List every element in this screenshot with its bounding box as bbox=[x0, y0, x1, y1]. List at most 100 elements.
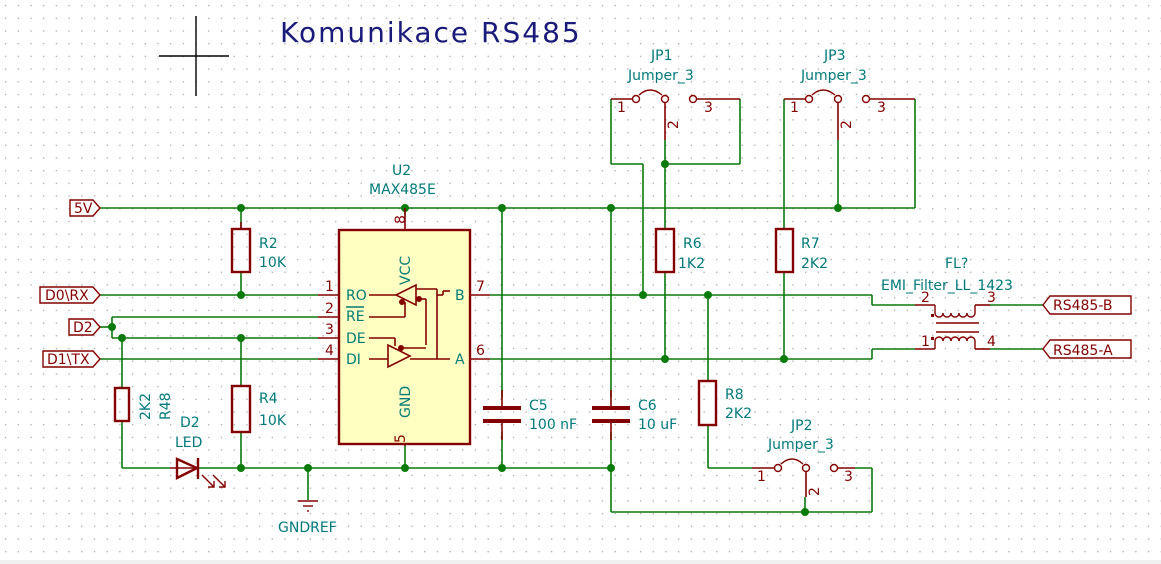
global-label-d2[interactable]: D2 bbox=[68, 318, 101, 336]
u2-internal-transceiver-symbol bbox=[369, 283, 450, 369]
junction bbox=[237, 204, 245, 212]
ground-symbol-gndref[interactable]: GNDREF bbox=[278, 500, 337, 536]
junction bbox=[304, 464, 312, 472]
d2-reference: D2 bbox=[180, 415, 200, 431]
u2-pin-5-number: 5 bbox=[393, 434, 409, 443]
resistor-r8[interactable]: R8 2K2 bbox=[697, 379, 752, 427]
junction bbox=[780, 355, 788, 363]
fl-pin-4: 4 bbox=[987, 334, 996, 350]
capacitor-c5[interactable]: C5 100 nF bbox=[483, 390, 577, 440]
jp3-pin-2: 2 bbox=[839, 120, 855, 129]
junction bbox=[639, 291, 647, 299]
gndref-label: GNDREF bbox=[278, 520, 337, 536]
r7-reference: R7 bbox=[801, 236, 820, 252]
emi-filter-fl[interactable]: FL? EMI_Filter_LL_1423 2 3 1 4 bbox=[881, 256, 1013, 350]
junction bbox=[237, 334, 245, 342]
jp3-reference: JP3 bbox=[823, 48, 845, 64]
c6-value: 10 uF bbox=[638, 417, 677, 433]
bottom-strip bbox=[0, 560, 1161, 564]
junction bbox=[704, 291, 712, 299]
c5-value: 100 nF bbox=[529, 417, 577, 433]
u2-pin-b-name: B bbox=[455, 288, 465, 304]
junction bbox=[237, 464, 245, 472]
fl-pin-1: 1 bbox=[921, 334, 930, 350]
light-emission-arrows-icon bbox=[201, 474, 226, 488]
global-label-5v[interactable]: 5V bbox=[69, 199, 101, 217]
sheet-title: Komunikace RS485 bbox=[280, 16, 582, 49]
resistor-r7[interactable]: R7 2K2 bbox=[774, 227, 828, 274]
fl-pin-2: 2 bbox=[921, 290, 930, 306]
u2-pin-2-number: 2 bbox=[325, 301, 334, 317]
ic-u2-max485e[interactable]: U2 MAX485E 8 VCC 5 GND 1 2 3 4 RO RE DE … bbox=[318, 163, 490, 446]
resistor-r48[interactable]: 2K2 R48 bbox=[113, 386, 174, 423]
global-label-d2-text: D2 bbox=[73, 320, 93, 336]
c6-reference: C6 bbox=[638, 398, 657, 414]
jp2-reference: JP2 bbox=[790, 418, 812, 434]
resistor-r2[interactable]: R2 10K bbox=[230, 222, 287, 274]
resistor-r4[interactable]: R4 10K bbox=[230, 384, 287, 434]
junction bbox=[607, 464, 615, 472]
resistor-r6[interactable]: R6 1K2 bbox=[654, 227, 705, 274]
jp2-pin-1: 1 bbox=[757, 469, 766, 485]
r8-value: 2K2 bbox=[725, 406, 752, 422]
global-label-rs485-b-text: RS485-B bbox=[1053, 298, 1113, 314]
r6-reference: R6 bbox=[683, 236, 702, 252]
junction bbox=[401, 464, 409, 472]
d2-value: LED bbox=[175, 435, 202, 451]
c5-reference: C5 bbox=[529, 398, 548, 414]
u2-pin-8-number: 8 bbox=[393, 215, 409, 224]
jp3-pin-1: 1 bbox=[790, 100, 799, 116]
u2-pin-1-number: 1 bbox=[325, 279, 334, 295]
junction bbox=[237, 291, 245, 299]
u2-pin-vcc-name: VCC bbox=[398, 256, 414, 285]
jp1-reference: JP1 bbox=[650, 48, 672, 64]
r8-reference: R8 bbox=[725, 387, 744, 403]
jumper-jp2[interactable]: JP2 Jumper_3 1 2 3 bbox=[752, 418, 855, 497]
jp1-pin-1: 1 bbox=[617, 100, 626, 116]
global-label-rs485-a[interactable]: RS485-A bbox=[1042, 339, 1132, 359]
global-label-d1tx[interactable]: D1\TX bbox=[42, 350, 101, 368]
u2-pin-a-name: A bbox=[455, 352, 465, 368]
r48-reference: R48 bbox=[158, 392, 174, 420]
fl-value: EMI_Filter_LL_1423 bbox=[881, 278, 1013, 294]
jp1-pin-3: 3 bbox=[704, 100, 713, 116]
junction bbox=[801, 508, 809, 516]
u2-pin-re-name: RE bbox=[346, 309, 365, 325]
u2-pin-4-number: 4 bbox=[325, 343, 334, 359]
junction bbox=[834, 204, 842, 212]
junction bbox=[661, 355, 669, 363]
global-label-rs485-b[interactable]: RS485-B bbox=[1042, 295, 1132, 315]
jp3-pin-3: 3 bbox=[877, 100, 886, 116]
u2-pin-6-number: 6 bbox=[476, 343, 485, 359]
junction bbox=[118, 334, 126, 342]
u2-pin-de-name: DE bbox=[346, 331, 366, 347]
junction bbox=[498, 204, 506, 212]
junction bbox=[661, 160, 669, 168]
jp3-value: Jumper_3 bbox=[800, 68, 867, 84]
r4-value: 10K bbox=[259, 413, 287, 429]
junctions bbox=[108, 160, 842, 516]
jumper-jp3[interactable]: JP3 Jumper_3 1 2 3 bbox=[784, 48, 915, 140]
global-label-5v-text: 5V bbox=[74, 201, 93, 217]
r2-value: 10K bbox=[259, 255, 287, 271]
led-d2[interactable]: D2 LED bbox=[170, 415, 226, 488]
r2-reference: R2 bbox=[259, 236, 278, 252]
u2-pin-3-number: 3 bbox=[325, 322, 334, 338]
global-label-d0rx[interactable]: D0\RX bbox=[39, 286, 101, 304]
jumper-jp1[interactable]: JP1 Jumper_3 1 2 3 bbox=[611, 48, 740, 140]
global-label-d0rx-text: D0\RX bbox=[45, 288, 89, 304]
jp1-pin-2: 2 bbox=[666, 120, 682, 129]
junction bbox=[607, 204, 615, 212]
junction bbox=[108, 323, 116, 331]
capacitor-c6[interactable]: C6 10 uF bbox=[592, 390, 677, 440]
crosshair-cursor-icon bbox=[159, 16, 229, 96]
u2-pin-ro-name: RO bbox=[346, 288, 367, 304]
r48-value: 2K2 bbox=[138, 393, 154, 420]
r7-value: 2K2 bbox=[801, 256, 828, 272]
u2-pin-di-name: DI bbox=[346, 352, 361, 368]
jp2-pin-2: 2 bbox=[807, 487, 823, 496]
jp2-value: Jumper_3 bbox=[767, 437, 834, 453]
r6-value: 1K2 bbox=[678, 256, 705, 272]
jp1-value: Jumper_3 bbox=[627, 68, 694, 84]
